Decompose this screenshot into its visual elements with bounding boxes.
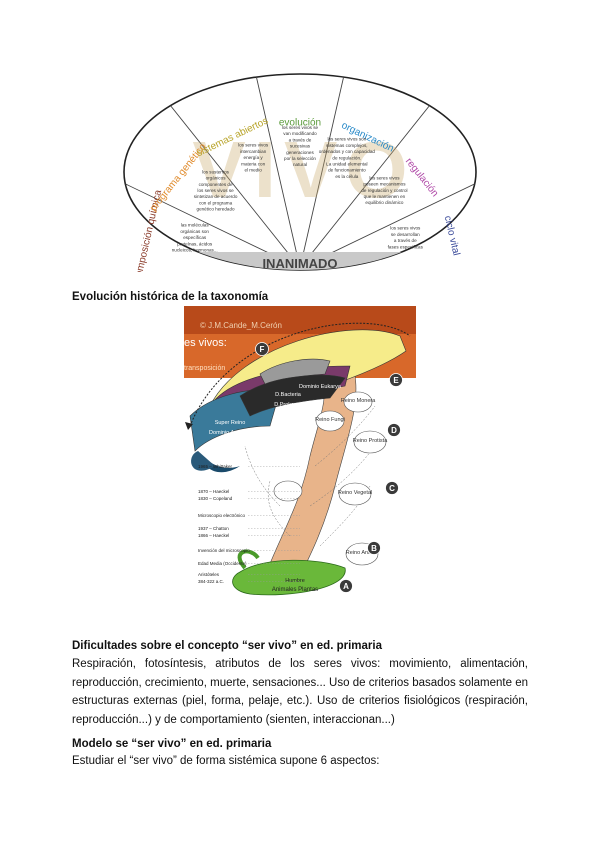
stage-label: Humbre — [285, 578, 305, 584]
stage-sublabel: Animales Plantas — [272, 587, 318, 593]
model-heading: Modelo se “ser vivo” en ed. primaria — [72, 738, 272, 750]
segment-text: los seres vivos — [369, 175, 400, 180]
stage-label: Dominio Archaea — [209, 430, 252, 436]
credit-text: © J.M.Cande_M.Cerón — [200, 321, 282, 330]
stage-label: Reino Animal — [346, 550, 378, 556]
segment-text: proteínas, ácidos — [177, 241, 213, 246]
segment-text: de regulación. — [332, 155, 361, 160]
segment-text: natural — [293, 162, 307, 167]
banner-line2: transposición — [184, 365, 225, 372]
segment-text: energía y — [244, 155, 264, 160]
segment-text: intercambian — [240, 149, 267, 154]
segment-text: los seres vivos son — [327, 137, 366, 142]
segment-text: se desarrollan — [391, 232, 420, 237]
segment-text: La unidad elemental — [326, 161, 367, 166]
stage-marker: B — [367, 541, 381, 555]
taxonomy-heading: Evolución histórica de la taxonomía — [72, 291, 269, 303]
stage-marker: D — [387, 423, 401, 437]
stage-marker: C — [385, 481, 399, 495]
segment-text: a través de — [289, 137, 312, 142]
stage-marker: E — [389, 373, 403, 387]
inanimado-label: INANIMADO — [262, 256, 337, 271]
segment-text: las moléculas — [181, 223, 210, 228]
segment-text: el medio — [244, 167, 262, 172]
svg-text:D: D — [391, 426, 397, 435]
svg-text:E: E — [393, 376, 399, 385]
banner-line1: es vivos: — [184, 337, 227, 349]
segment-text: sistemas complejos, — [326, 143, 367, 148]
segment-text: orgánicos — [206, 176, 227, 181]
difficulties-paragraph: Respiración, fotosíntesis, atributos de … — [72, 658, 528, 726]
segment-text: los seres vivos — [238, 143, 269, 148]
segment-text: de funcionamiento — [328, 168, 366, 173]
taxonomy-diagram: © J.M.Cande_M.Cerón es vivos: transposic… — [170, 306, 416, 598]
timeline-label: Invención del microscopio — [198, 548, 250, 553]
timeline-label: 384-322 a.C. — [198, 579, 224, 584]
stage-marker: F — [255, 342, 269, 356]
timeline-label: 1866 – Haeckel — [198, 533, 229, 538]
stage-label: Reino Protista — [353, 438, 388, 444]
svg-text:A: A — [343, 582, 349, 591]
segment-text: generaciones — [286, 150, 314, 155]
segment-text: de regulación y control — [361, 188, 407, 193]
model-paragraph: Estudiar el “ser vivo” de forma sistémic… — [72, 755, 380, 767]
segment-text: los seres vivos se — [197, 188, 234, 193]
segment-text: poseen mecanismos — [363, 182, 406, 187]
segment-title: evolución — [279, 118, 321, 129]
segment-text: a través de — [394, 238, 417, 243]
segment-text: componentes de — [199, 182, 233, 187]
vivo-center-word: VIVO — [192, 125, 415, 214]
segment-text: que le mantienen en — [364, 194, 406, 199]
svg-text:C: C — [389, 484, 395, 493]
timeline-label: Microscopio electrónico — [198, 513, 246, 518]
segment-text: por la selección — [284, 156, 316, 161]
difficulties-heading: Dificultades sobre el concepto “ser vivo… — [72, 640, 382, 652]
segment-text: sucesivas — [290, 144, 311, 149]
segment-text: los sustentos — [202, 169, 230, 174]
timeline-label: 1937 – Chatton — [198, 526, 229, 531]
segment-text: nucleicos, hormonas... — [172, 248, 218, 253]
stage-label: Dominio Eukarya — [299, 384, 342, 390]
stage-label: D.Prokarya — [274, 402, 302, 408]
timeline-label: 1965 – Whittaker — [198, 464, 233, 469]
timeline-label: 1830 – Copeland — [198, 496, 233, 501]
segment-text: ordenados y con capacidad — [319, 149, 376, 154]
stage-label: D.Bacteria — [275, 392, 302, 398]
svg-text:B: B — [371, 544, 377, 553]
timeline-label: 1870 – Haeckel — [198, 489, 229, 494]
stage-label: Reino Vegetal — [338, 490, 372, 496]
stage-label: Super Reino — [215, 420, 246, 426]
segment-text: equilibrio dinámico — [365, 200, 403, 205]
segment-text: es la célula — [335, 174, 358, 179]
stage-label: Reino Monera — [341, 398, 376, 404]
segment-text: los seres vivos — [390, 226, 421, 231]
segment-text: orgánicas son — [180, 229, 209, 234]
timeline-label: Aristóteles — [198, 572, 220, 577]
segment-text: genético heredado — [197, 207, 236, 212]
timeline-label: Edad Media (Occidente) — [198, 561, 247, 566]
stage-marker: A — [339, 579, 353, 593]
segment-text: sintetizan de acuerdo — [194, 194, 238, 199]
segment-text: fases específicas — [388, 244, 424, 249]
segment-text: los seres vivos se — [282, 125, 319, 130]
segment-title: ciclo vital — [442, 215, 462, 257]
segment-text: van modificando — [283, 131, 317, 136]
segment-text: materia con — [241, 161, 265, 166]
stage-label: Reino Fungi — [315, 417, 345, 423]
segment-text: con el programa — [199, 200, 233, 205]
svg-text:F: F — [260, 345, 265, 354]
segment-text: específicas — [183, 235, 207, 240]
